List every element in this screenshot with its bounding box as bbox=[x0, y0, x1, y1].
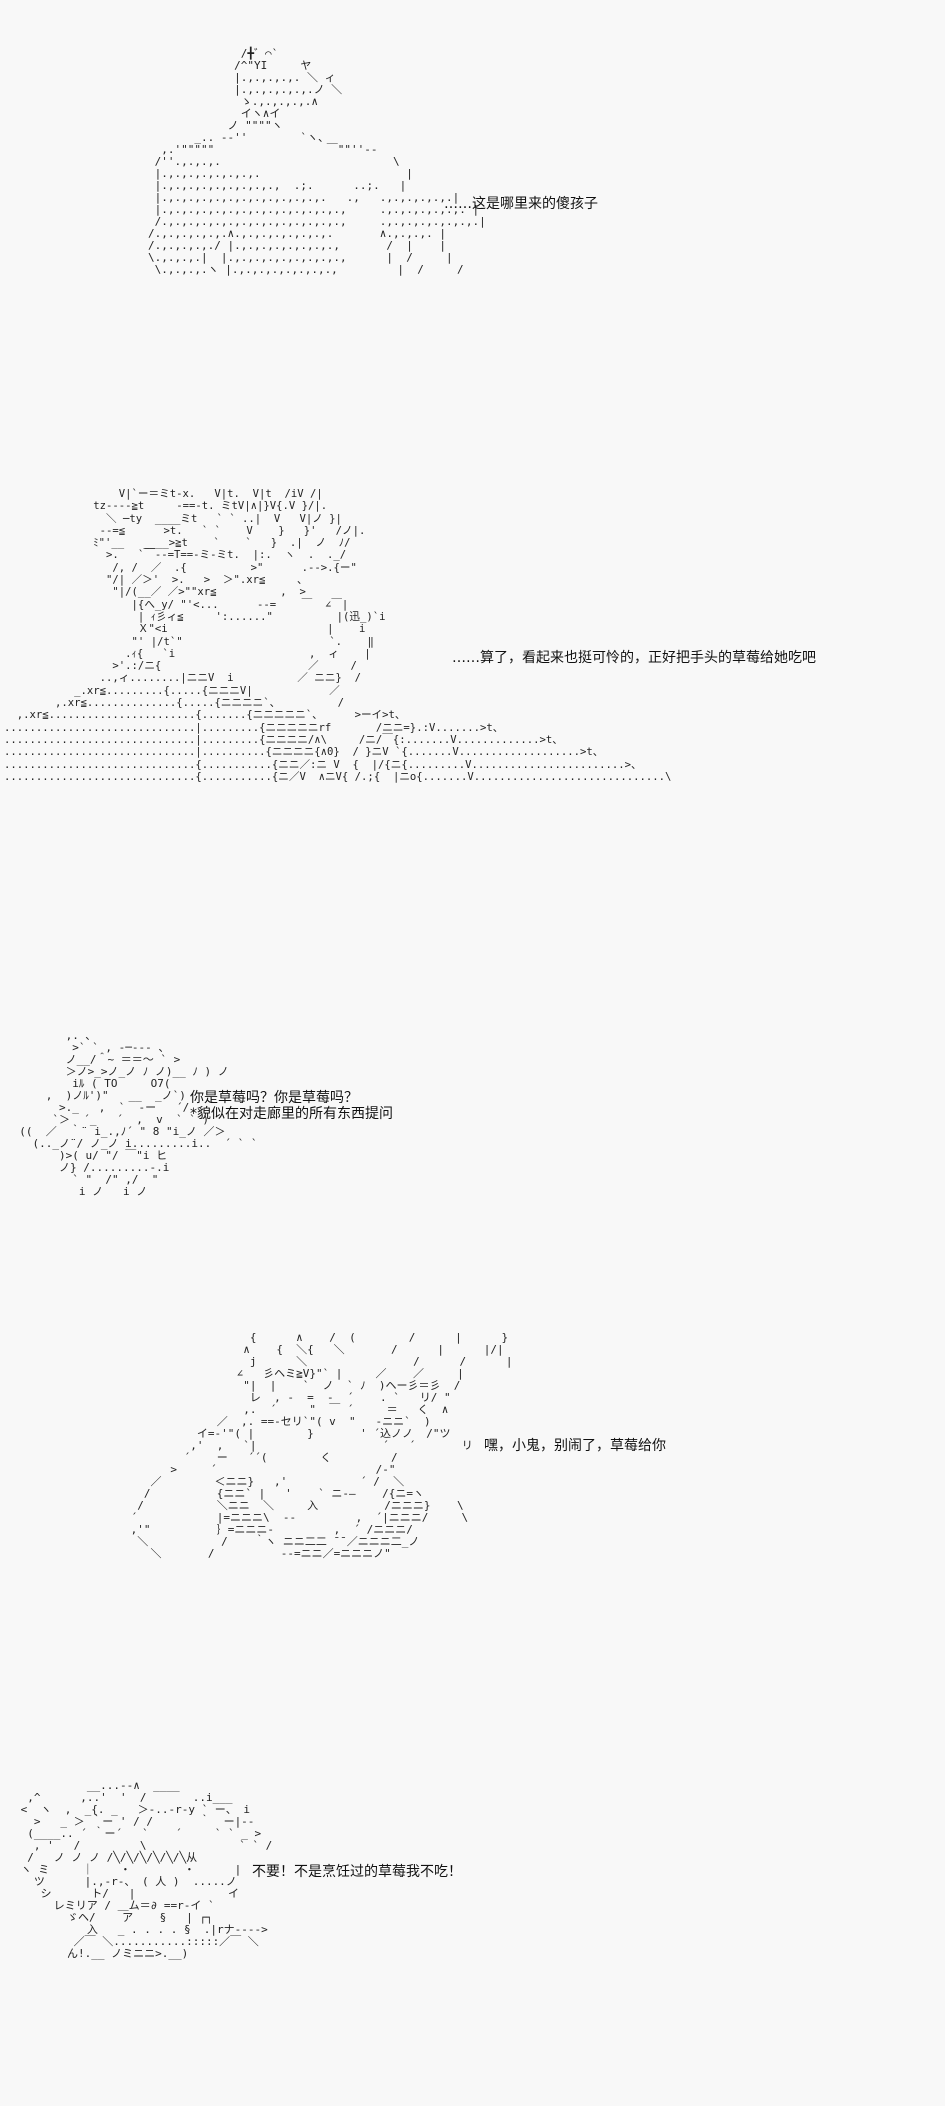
ascii-art-man-closeup: V|`ー＝ミt-x. V|t. V|t /iV /| tz----≧t -==-… bbox=[4, 488, 672, 783]
ascii-art-muscular-figure: /╋゛⌒` /^"YI ヤ |.,.,.,.,. ＼ ィ |.,.,.,.,.,… bbox=[148, 47, 486, 276]
panel-4: { ∧ / ( / | } ∧ { ＼{ ＼ / | |/| j ＼ / / |… bbox=[0, 1328, 945, 1668]
dialogue-line: ……这是哪里来的傻孩子 bbox=[444, 196, 598, 212]
dialogue-line: 嘿，小鬼，别闹了，草莓给你 bbox=[484, 1438, 666, 1454]
dialogue-line: 不要！不是烹饪过的草莓我不吃！ bbox=[252, 1864, 462, 1880]
ascii-art-remilia: __...--∧ ____ ,^ ,..' ' / ..i___ < ヽ , _… bbox=[20, 1779, 273, 1960]
panel-5: __...--∧ ____ ,^ ,..' ' / ..i___ < ヽ , _… bbox=[0, 1780, 945, 2080]
panel-2: V|`ー＝ミt-x. V|t. V|t /iV /| tz----≧t -==-… bbox=[0, 480, 945, 930]
ascii-art-small-girl: ,. ､ >` ` , ‐─‐‐‐ 、 ノ__/＾~ ＝＝～ ` > ＞ノ>_>… bbox=[19, 1029, 258, 1198]
panel-3: ,. ､ >` ` , ‐─‐‐‐ 、 ノ__/＾~ ＝＝～ ` > ＞ノ>_>… bbox=[0, 1030, 945, 1260]
panel-1: /╋゛⌒` /^"YI ヤ |.,.,.,.,. ＼ ィ |.,.,.,.,.,… bbox=[0, 40, 945, 370]
dialogue-line: 你是草莓吗？你是草莓吗？ *貌似在对走廊里的所有东西提问 bbox=[190, 1090, 393, 1122]
dialogue-line: ……算了，看起来也挺可怜的，正好把手头的草莓给她吃吧 bbox=[452, 650, 816, 666]
ascii-art-man-smiling: { ∧ / ( / | } ∧ { ＼{ ＼ / | |/| j ＼ / / |… bbox=[130, 1331, 513, 1560]
